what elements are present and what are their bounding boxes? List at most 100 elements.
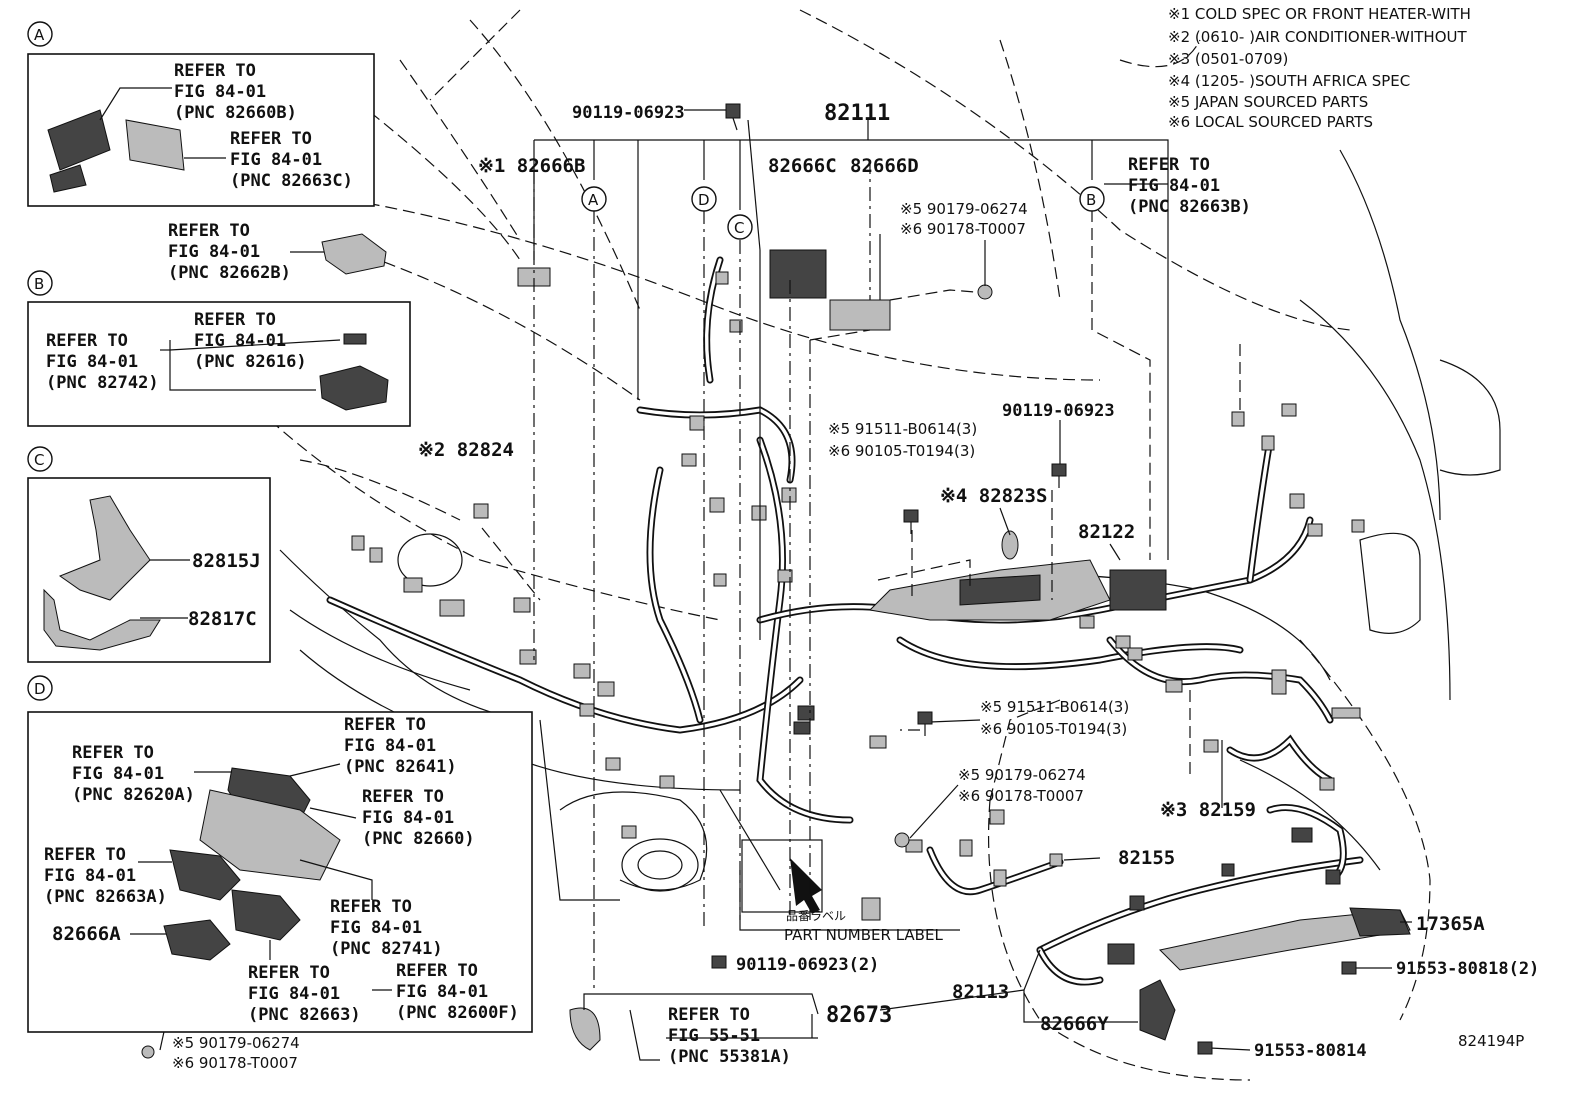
inset-d-ref1-line1: REFER TO	[72, 743, 154, 763]
bracket-17365a	[1158, 907, 1411, 971]
callout-c: C	[734, 219, 744, 237]
callout-a: A	[588, 191, 599, 209]
inset-a-ref2-line3: (PNC 82663C)	[230, 171, 353, 191]
label-82666d: 82666D	[850, 155, 919, 177]
label-17365a: 17365A	[1416, 913, 1485, 935]
label-82666c: 82666C	[768, 155, 837, 177]
circled-callouts: A D C B	[581, 186, 1105, 240]
wire-harness-82113	[1036, 856, 1364, 986]
connectors	[141, 249, 1365, 1059]
note-3: ※3 (0501-0709)	[1168, 50, 1288, 68]
inset-c-letter: C	[34, 451, 44, 469]
part-82815j: 82815J	[192, 550, 261, 572]
ref-82663b: REFER TO FIG 84-01 (PNC 82663B)	[1128, 155, 1251, 217]
label-91553: 91553-80814	[1254, 1041, 1367, 1061]
label-90179-b: ※5 90179-06274	[958, 766, 1086, 784]
ref-82663b-line1: REFER TO	[1128, 155, 1210, 175]
inset-d-ref6-line2: FIG 84-01	[248, 984, 340, 1004]
label-90119-mid: 90119-06923	[1002, 401, 1115, 421]
inset-d-ref4-line1: REFER TO	[44, 845, 126, 865]
inset-d-ref3-line2: FIG 84-01	[362, 808, 454, 828]
label-90119-top: 90119-06923	[572, 103, 685, 123]
note-4: ※4 (1205- )SOUTH AFRICA SPEC	[1168, 72, 1410, 90]
inset-b-ref2-line3: (PNC 82616)	[194, 352, 307, 372]
bracket-82122	[868, 559, 1111, 621]
label-82824: ※2 82824	[418, 439, 514, 461]
bracket-82673	[569, 1007, 660, 1061]
label-90179-c: ※5 90179-06274	[172, 1034, 300, 1052]
inset-a-ref2-line2: FIG 84-01	[230, 150, 322, 170]
label-90179-a: ※5 90179-06274	[900, 200, 1028, 218]
ref-82662b-line1: REFER TO	[168, 221, 250, 241]
inset-d: D REFER TO FIG 84-01 (PNC 82620A) REFER …	[27, 675, 533, 1033]
ref-55381a: REFER TO FIG 55-51 (PNC 55381A)	[668, 1005, 791, 1067]
connector-82666y	[1139, 979, 1176, 1041]
label-82113: 82113	[952, 981, 1009, 1003]
label-90178-c: ※6 90178-T0007	[172, 1054, 298, 1072]
inset-d-ref3-line3: (PNC 82660)	[362, 829, 475, 849]
label-91511-b: ※5 91511-B0614(3)	[980, 698, 1129, 716]
bolt-icons	[359, 103, 1357, 1055]
note-5: ※5 JAPAN SOURCED PARTS	[1168, 93, 1368, 111]
inset-d-ref7-line3: (PNC 82600F)	[396, 1003, 519, 1023]
ref-82663b-line2: FIG 84-01	[1128, 176, 1220, 196]
inset-a-ref1-line3: (PNC 82660B)	[174, 103, 297, 123]
ref-82663b-line3: (PNC 82663B)	[1128, 197, 1251, 217]
inset-d-ref5-line2: FIG 84-01	[330, 918, 422, 938]
inset-d-ref2-line1: REFER TO	[344, 715, 426, 735]
inset-a-ref1-line2: FIG 84-01	[174, 82, 266, 102]
label-91553-2: 91553-80818(2)	[1396, 959, 1539, 979]
label-82122: 82122	[1078, 521, 1135, 543]
inset-b-ref2-line1: REFER TO	[194, 310, 276, 330]
label-90178-a: ※6 90178-T0007	[900, 220, 1026, 238]
part-number-label-text: PART NUMBER LABEL	[784, 926, 943, 944]
label-90105-a: ※6 90105-T0194(3)	[828, 442, 975, 460]
notes-block: ※1 COLD SPEC OR FRONT HEATER-WITH ※2 (06…	[1168, 5, 1471, 131]
inset-d-ref4-line3: (PNC 82663A)	[44, 887, 167, 907]
inset-d-ref5-line3: (PNC 82741)	[330, 939, 443, 959]
label-82673: 82673	[826, 1003, 892, 1028]
note-1: ※1 COLD SPEC OR FRONT HEATER-WITH	[1168, 5, 1471, 23]
label-82666y: 82666Y	[1040, 1013, 1109, 1035]
inset-d-ref7-line1: REFER TO	[396, 961, 478, 981]
wire-harness-82155	[926, 846, 1064, 895]
inset-b-ref1-line2: FIG 84-01	[46, 352, 138, 372]
ref-82662b-line2: FIG 84-01	[168, 242, 260, 262]
inset-a-letter: A	[34, 26, 45, 44]
label-90178-b: ※6 90178-T0007	[958, 787, 1084, 805]
ref-55381a-line3: (PNC 55381A)	[668, 1047, 791, 1067]
ref-82662b: REFER TO FIG 84-01 (PNC 82662B)	[168, 221, 387, 283]
part-82666a: 82666A	[52, 923, 121, 945]
inset-d-ref3-line1: REFER TO	[362, 787, 444, 807]
label-91511-a: ※5 91511-B0614(3)	[828, 420, 977, 438]
inset-b-ref1-line1: REFER TO	[46, 331, 128, 351]
inset-b-ref2-line2: FIG 84-01	[194, 331, 286, 351]
label-82823s: ※4 82823S	[940, 485, 1047, 507]
inset-d-ref4-line2: FIG 84-01	[44, 866, 136, 886]
inset-d-ref6-line3: (PNC 82663)	[248, 1005, 361, 1025]
label-82666b: ※1 82666B	[478, 155, 585, 177]
inset-d-ref1-line3: (PNC 82620A)	[72, 785, 195, 805]
inset-d-letter: D	[34, 680, 46, 698]
callout-b: B	[1086, 191, 1096, 209]
inset-b: B REFER TO FIG 84-01 (PNC 82742) REFER T…	[27, 270, 411, 427]
inset-d-ref5-line1: REFER TO	[330, 897, 412, 917]
inset-d-ref1-line2: FIG 84-01	[72, 764, 164, 784]
inset-d-ref2-line3: (PNC 82641)	[344, 757, 457, 777]
callout-lines	[349, 111, 1241, 990]
callout-d: D	[698, 191, 710, 209]
ref-55381a-line1: REFER TO	[668, 1005, 750, 1025]
label-82111: 82111	[824, 101, 890, 126]
inset-d-ref2-line2: FIG 84-01	[344, 736, 436, 756]
inset-c: C 82815J 82817C	[27, 446, 271, 663]
inset-d-ref6-line1: REFER TO	[248, 963, 330, 983]
inset-a-ref1-line1: REFER TO	[174, 61, 256, 81]
figure-code: 824194P	[1458, 1032, 1524, 1050]
inset-b-letter: B	[34, 275, 44, 293]
wire-harness-82111	[326, 256, 1334, 824]
label-82159: ※3 82159	[1160, 799, 1256, 821]
label-90105-b: ※6 90105-T0194(3)	[980, 720, 1127, 738]
note-2: ※2 (0610- )AIR CONDITIONER-WITHOUT	[1168, 28, 1467, 46]
